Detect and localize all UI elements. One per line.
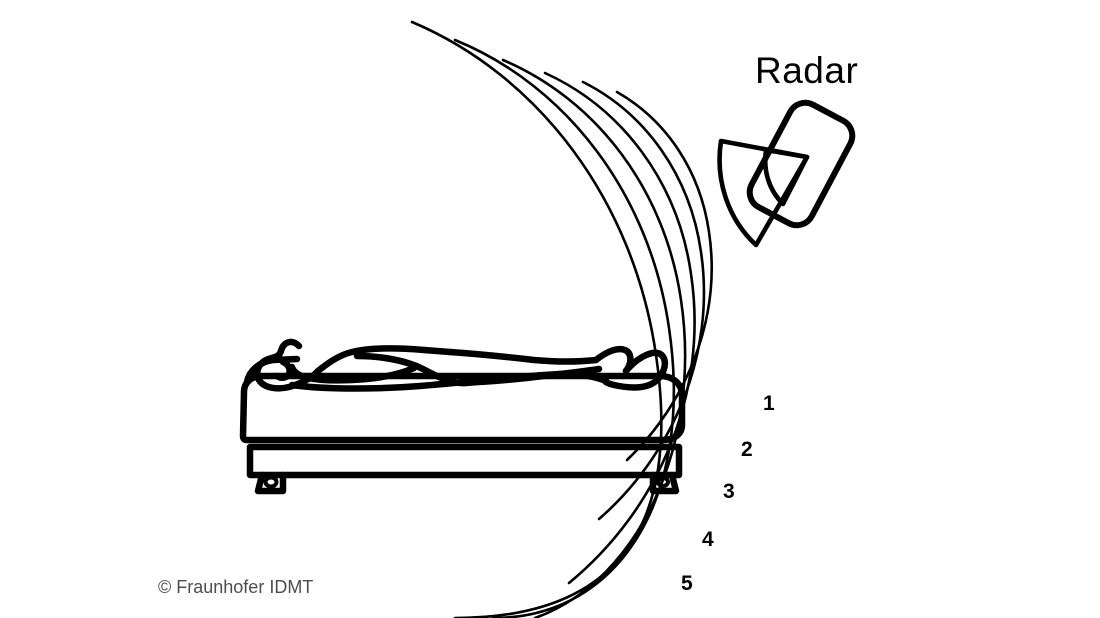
radar-wave-arc-1 xyxy=(581,80,706,521)
bed-foot-right xyxy=(649,471,680,495)
wave-label-2: 2 xyxy=(741,438,753,461)
person-forearm xyxy=(300,364,418,384)
radar-wave-group xyxy=(410,20,713,618)
person-face-detail xyxy=(273,358,293,381)
bed-foot-right-hole xyxy=(656,476,670,488)
bed-base xyxy=(246,443,683,479)
copyright-credit: © Fraunhofer IDMT xyxy=(158,577,314,597)
wave-label-1: 1 xyxy=(763,392,775,415)
radar-sensor-device xyxy=(717,99,856,248)
person-hand xyxy=(288,363,308,381)
wave-label-3: 3 xyxy=(723,480,735,503)
radar-wave-arc-0 xyxy=(615,90,713,462)
person-torso-top xyxy=(314,345,454,375)
radar-wave-arc-2 xyxy=(543,71,696,585)
bed-foot-left xyxy=(254,471,287,495)
wave-label-4: 4 xyxy=(702,528,714,551)
radar-wave-arc-3 xyxy=(501,58,687,618)
person-lower-leg-top xyxy=(474,365,603,386)
bed xyxy=(239,372,686,495)
radar-title: Radar xyxy=(755,50,859,91)
sleeping-person xyxy=(243,338,669,392)
radar-beam-fan-outer xyxy=(717,138,810,248)
bed-foot-left-hole xyxy=(263,475,279,489)
person-foot-lower xyxy=(602,349,669,391)
radar-beam-fan-inner xyxy=(762,147,810,207)
radar-wave-arc-4 xyxy=(453,38,676,618)
person-thigh-top xyxy=(446,348,600,365)
wave-label-5: 5 xyxy=(681,572,693,595)
